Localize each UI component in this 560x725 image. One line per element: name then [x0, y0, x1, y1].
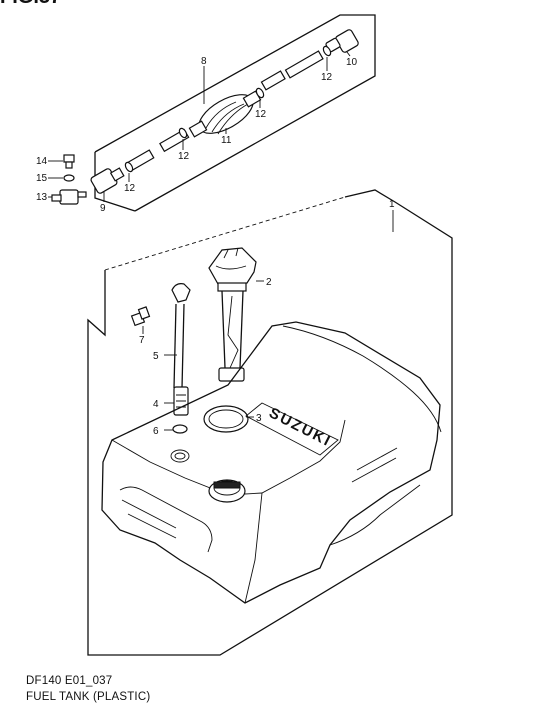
callout-1: 1	[389, 199, 395, 210]
callout-13: 13	[36, 192, 48, 203]
callout-12: 12	[124, 183, 136, 194]
tank-group-frame	[87, 189, 453, 656]
fuel-cap	[208, 479, 246, 503]
suction-pipe-part-5	[171, 283, 191, 389]
bolt-part-14	[63, 154, 75, 169]
callout-10: 10	[346, 57, 358, 68]
callout-3: 3	[256, 413, 262, 424]
engine-connector-part-10	[325, 29, 359, 53]
callout-8: 8	[201, 56, 207, 67]
hose-segment	[260, 70, 286, 91]
gasket-part-3	[203, 405, 249, 433]
callout-numbers: 1 2 3 4 5 6 7 8 9 10 11 12 12 12 12 13 1…	[36, 56, 395, 437]
callout-12: 12	[321, 72, 333, 83]
fuel-tank-body: SUZUKI	[101, 321, 442, 604]
callout-12: 12	[255, 109, 267, 120]
o-ring-part-6	[172, 424, 188, 434]
fitting-part-13	[51, 189, 87, 205]
callout-2: 2	[266, 277, 272, 288]
tank-emboss-logo: SUZUKI	[266, 404, 334, 450]
nipple-part-7	[130, 306, 151, 327]
model-code: DF140 E01_037	[26, 675, 113, 687]
primer-bulb-part-11	[188, 90, 262, 138]
callout-11: 11	[221, 135, 232, 146]
hose-assembly-frame	[94, 14, 376, 212]
callout-5: 5	[153, 351, 159, 362]
washer-part-15	[63, 174, 75, 182]
clamp-part-12	[322, 45, 332, 57]
fuel-filler-opening	[170, 449, 190, 463]
clamp-part-12	[124, 161, 134, 173]
clamp-part-12	[255, 87, 265, 99]
clamp-part-12	[178, 127, 188, 139]
figure-label: FIG.37	[0, 0, 61, 9]
filter-part-4	[173, 386, 189, 416]
hose-segment	[284, 50, 324, 79]
callout-7: 7	[139, 335, 145, 346]
callout-14: 14	[36, 156, 48, 167]
fuel-hose-assembly	[90, 29, 359, 194]
callout-leaders	[48, 51, 394, 431]
callout-12: 12	[178, 151, 190, 162]
diagram-title: FUEL TANK (PLASTIC)	[26, 691, 151, 703]
callout-4: 4	[153, 399, 159, 410]
callout-9: 9	[100, 203, 106, 214]
callout-6: 6	[153, 426, 159, 437]
callout-15: 15	[36, 173, 48, 184]
tank-connector-part-9	[90, 167, 125, 194]
tank-emboss-area: SUZUKI	[245, 402, 339, 456]
fuel-gauge-part-2	[208, 247, 257, 382]
